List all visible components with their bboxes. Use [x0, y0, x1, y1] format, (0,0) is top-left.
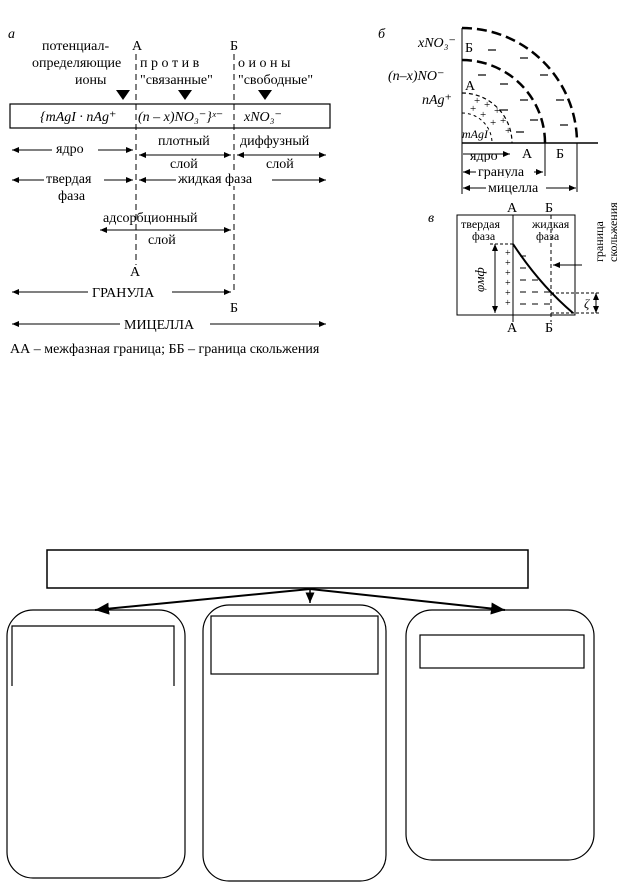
c-solid-label2: фаза — [472, 229, 496, 243]
c-minus-signs — [520, 255, 550, 305]
xno3-label: xNO₃⁻ — [417, 36, 456, 51]
c-solid-label1: твердая — [461, 217, 500, 231]
adsorption-layer-label2: слой — [148, 233, 176, 248]
svg-text:+: + — [505, 298, 511, 309]
solid-phase-label2: фаза — [58, 189, 86, 204]
svg-text:+: + — [494, 105, 500, 117]
panel-c-label: в — [428, 211, 434, 226]
svg-text:+: + — [470, 103, 476, 115]
triangle-marker-dense — [178, 90, 192, 100]
core-arc-inner — [461, 112, 493, 144]
blank-scheme — [6, 549, 595, 882]
c-a-top-label: А — [507, 201, 518, 216]
svg-text:+: + — [480, 109, 486, 121]
granule-label: ГРАНУЛА — [92, 286, 155, 301]
diffuse-layer-label1: диффузный — [240, 134, 310, 149]
triangle-marker-diffuse — [258, 90, 272, 100]
formula-core: {mAgI · nAg⁺ — [40, 110, 116, 125]
formula-box — [9, 103, 331, 129]
panel-b: б xNO₃⁻ Б (n–x)NO⁻ А nAg⁺ mAgI +++ +++ +… — [378, 26, 598, 196]
svg-text:+: + — [490, 117, 496, 129]
scheme-inner-box-left — [11, 625, 175, 686]
c-a-bottom-label: А — [507, 321, 518, 336]
core-label: ядро — [56, 142, 84, 157]
free-ions-label: "свободные" — [238, 73, 313, 88]
a-mark-label: А — [465, 79, 476, 94]
slip-boundary-label2: скольжения — [606, 202, 620, 262]
counterions-label-part2: о и о н ы — [238, 56, 291, 71]
line-a-top-label: А — [132, 39, 143, 54]
counterions-label-part1: п р о т и в — [140, 56, 200, 71]
panel-a-label: а — [8, 27, 15, 42]
svg-text:+: + — [505, 268, 511, 279]
core-axis-label: ядро — [470, 149, 498, 164]
micelle-arc — [461, 26, 579, 144]
plus-signs: +++ +++ ++ — [470, 95, 511, 137]
bound-ions-label: "связанные" — [140, 73, 213, 88]
diffuse-layer-label2: слой — [266, 157, 294, 172]
a-axis-label: А — [522, 147, 533, 162]
scheme-inner-box-middle — [210, 615, 379, 675]
b-axis-label: Б — [556, 147, 564, 162]
magi-label: mAgI — [462, 127, 489, 141]
granule-arc — [461, 58, 547, 144]
potential-curve — [512, 243, 574, 314]
svg-text:+: + — [474, 95, 480, 107]
micelle-axis-label: мицелла — [488, 181, 539, 196]
svg-text:+: + — [505, 288, 511, 299]
dense-layer-label1: плотный — [158, 134, 210, 149]
svg-text:+: + — [505, 258, 511, 269]
svg-text:+: + — [500, 115, 506, 127]
nxno-label: (n–x)NO⁻ — [388, 69, 444, 84]
scheme-inner-box-right — [419, 634, 585, 669]
c-b-bottom-label: Б — [545, 321, 553, 336]
formula-dense: (n – x)NO₃⁻}ˣ⁻ — [138, 110, 223, 125]
adsorption-layer-label1: адсорбционный — [103, 211, 198, 226]
scheme-rounded-box-right — [405, 609, 595, 861]
potential-ions-line2: определяющие — [32, 56, 121, 71]
potential-ions-line3: ионы — [75, 73, 107, 88]
dense-layer-label2: слой — [170, 157, 198, 172]
svg-text:+: + — [484, 99, 490, 111]
potential-ions-line1: потенциал- — [42, 39, 109, 54]
formula-diffuse: xNO₃⁻ — [243, 110, 282, 125]
c-liquid-label2: фаза — [536, 229, 560, 243]
svg-text:+: + — [505, 125, 511, 137]
liquid-phase-label: жидкая фаза — [177, 172, 253, 187]
svg-text:+: + — [505, 278, 511, 289]
scheme-arrow-left — [94, 588, 311, 615]
zeta-label: ζ — [584, 296, 590, 311]
b-mark-label: Б — [465, 41, 473, 56]
slip-boundary-label1: граница — [592, 220, 606, 262]
core-arc-outer — [461, 92, 513, 144]
line-a-bottom-label: А — [130, 265, 141, 280]
scheme-rounded-box-middle — [202, 604, 387, 882]
phi-label: φмф — [472, 267, 487, 292]
nag-label: nAg⁺ — [422, 93, 452, 108]
legend-text: АА – межфазная граница; ББ – граница ско… — [10, 342, 320, 357]
c-b-top-label: Б — [545, 201, 553, 216]
panel-b-label: б — [378, 27, 386, 42]
line-b-top-label: Б — [230, 39, 238, 54]
solid-phase-label1: твердая — [46, 172, 92, 187]
c-plus-signs: +++ +++ — [505, 248, 511, 309]
panel-a: а потенциал- определяющие ионы А Б п р о… — [8, 27, 331, 357]
svg-text:+: + — [505, 248, 511, 259]
minus-signs — [478, 49, 568, 133]
granule-axis-label: гранула — [478, 165, 525, 180]
scheme-arrow-right — [309, 588, 506, 615]
scheme-top-box — [46, 549, 529, 589]
micelle-label: МИЦЕЛЛА — [124, 318, 195, 333]
c-liquid-label1: жидкая — [531, 217, 570, 231]
line-b-bottom-label: Б — [230, 301, 238, 316]
panel-c: в А Б твердая фаза жидкая фаза φмф +++ +… — [428, 201, 620, 336]
scheme-rounded-box-left — [6, 609, 186, 879]
triangle-marker-core — [116, 90, 130, 100]
